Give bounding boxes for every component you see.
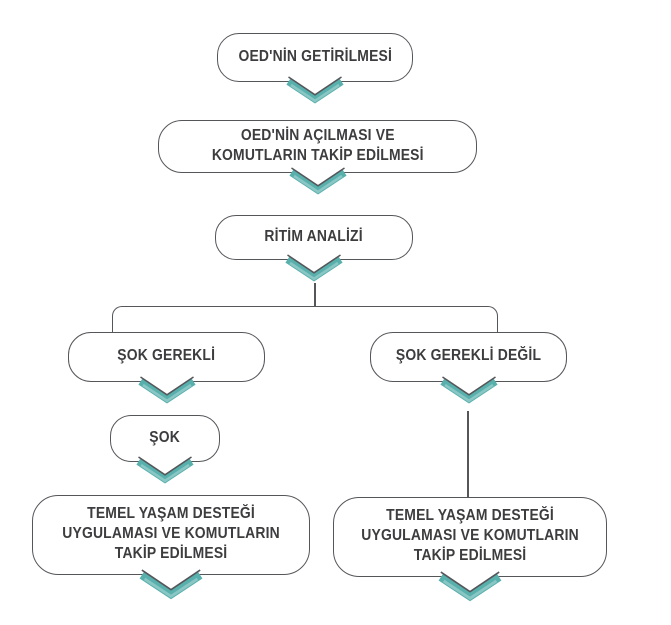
node-shock: ŞOK xyxy=(110,415,220,484)
node-label: TEMEL YAŞAM DESTEĞİ UYGULAMASI VE KOMUTL… xyxy=(62,505,280,562)
down-chevron-icon xyxy=(136,456,194,484)
node-oed-open-follow-prompts: OED'NİN AÇILMASI VE KOMUTLARIN TAKİP EDİ… xyxy=(158,120,477,195)
node-label: RİTİM ANALİZİ xyxy=(264,227,364,245)
down-chevron-icon xyxy=(137,376,196,404)
down-chevron-icon xyxy=(438,571,502,602)
connector-stem xyxy=(314,283,316,307)
node-label: ŞOK GEREKLİ DEĞİL xyxy=(395,347,542,364)
node-label: OED'NİN AÇILMASI VE KOMUTLARIN TAKİP EDİ… xyxy=(211,126,424,164)
node-rhythm-analysis: RİTİM ANALİZİ xyxy=(215,215,413,282)
node-bls-follow-prompts-left: TEMEL YAŞAM DESTEĞİ UYGULAMASI VE KOMUTL… xyxy=(32,495,310,600)
node-label: TEMEL YAŞAM DESTEĞİ UYGULAMASI VE KOMUTL… xyxy=(361,507,579,564)
node-shock-not-required: ŞOK GEREKLİ DEĞİL xyxy=(370,332,567,404)
branch-bracket xyxy=(112,306,498,332)
down-chevron-icon xyxy=(285,254,343,282)
node-bls-follow-prompts-right: TEMEL YAŞAM DESTEĞİ UYGULAMASI VE KOMUTL… xyxy=(333,497,607,602)
down-chevron-icon xyxy=(439,376,498,404)
down-chevron-icon xyxy=(286,76,344,104)
down-chevron-icon xyxy=(139,569,203,600)
node-label: OED'NİN GETİRİLMESİ xyxy=(238,47,392,65)
node-oed-brought: OED'NİN GETİRİLMESİ xyxy=(217,33,413,104)
down-chevron-icon xyxy=(288,167,347,195)
node-label: ŞOK GEREKLİ xyxy=(117,347,216,364)
node-label: ŞOK xyxy=(149,428,181,446)
connector-line-right xyxy=(467,411,469,497)
node-shock-required: ŞOK GEREKLİ xyxy=(68,332,265,404)
